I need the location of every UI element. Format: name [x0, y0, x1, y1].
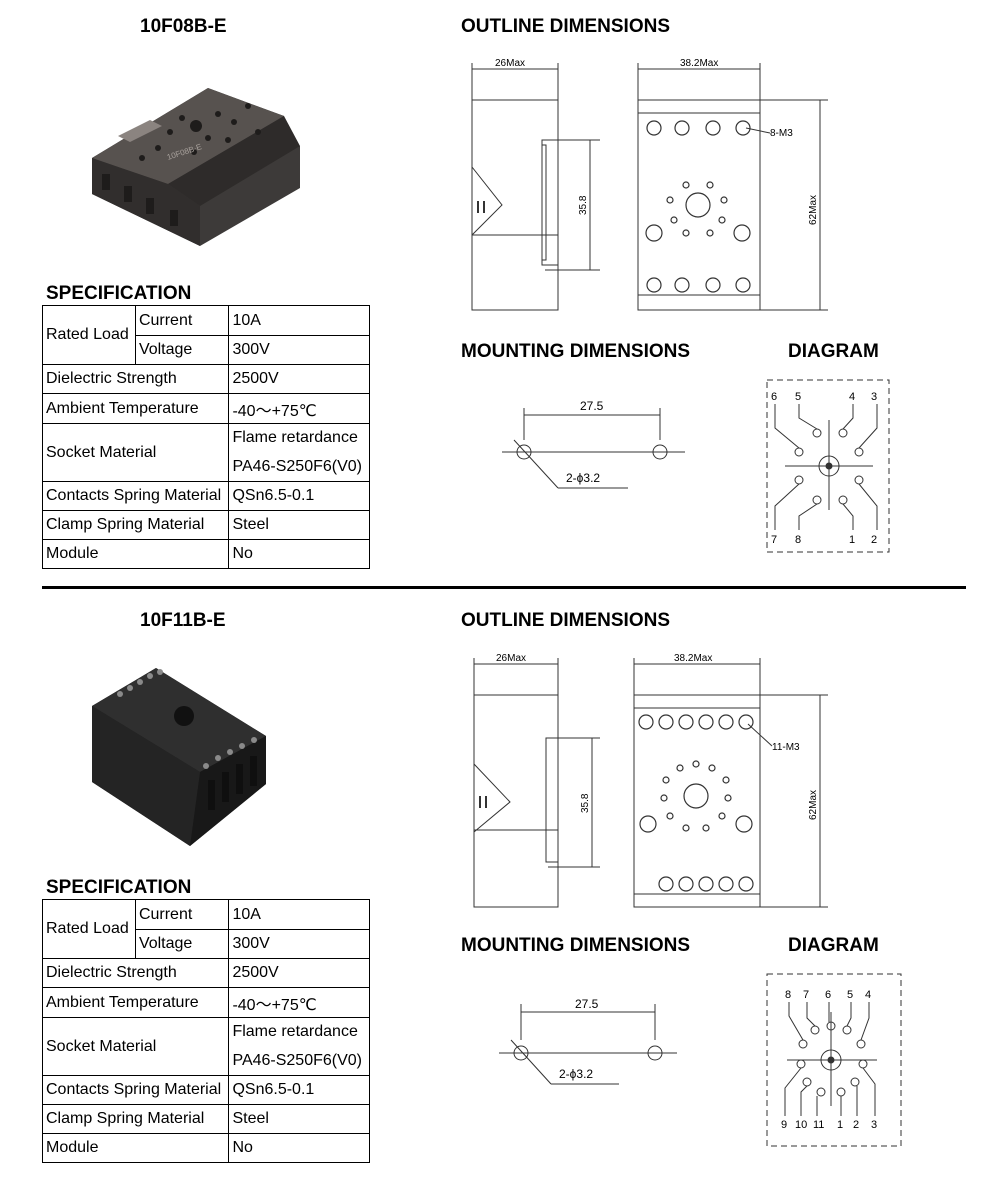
- voltage-label: Voltage: [134, 929, 230, 959]
- socket-material-value-2: PA46-S250F6(V0): [228, 1046, 370, 1076]
- ambient-label: Ambient Temperature: [41, 393, 230, 424]
- rated-load-label: Rated Load: [42, 899, 136, 959]
- inner-height-label: 35.8: [580, 793, 591, 813]
- socket-material-label: Socket Material: [41, 1017, 230, 1076]
- pin-diagram: 6 5 4 3 7 8 1 2: [766, 379, 890, 553]
- module-label: Module: [41, 539, 230, 569]
- socket-material-label: Socket Material: [41, 423, 230, 482]
- contacts-value: QSn6.5-0.1: [228, 1075, 370, 1105]
- inner-height-label: 35.8: [578, 195, 589, 215]
- pin-bottom-3: 1: [849, 534, 855, 546]
- pin-bottom-1: 7: [771, 534, 777, 546]
- module-label: Module: [41, 1133, 230, 1163]
- voltage-value: 300V: [228, 335, 370, 365]
- side-width-label: 26Max: [495, 58, 525, 69]
- pin-top-3: 4: [849, 391, 855, 403]
- pin-top-2: 7: [803, 989, 809, 1001]
- pin-top-5: 4: [865, 989, 871, 1001]
- pin-bottom-6: 3: [871, 1119, 877, 1131]
- rated-load-label: Rated Load: [42, 305, 136, 365]
- pin-bottom-4: 1: [837, 1119, 843, 1131]
- contacts-label: Contacts Spring Material: [41, 481, 230, 511]
- voltage-label: Voltage: [134, 335, 230, 365]
- clamp-label: Clamp Spring Material: [41, 510, 230, 540]
- mounting-drawing: 27.5 2-ϕ3.2: [502, 399, 685, 489]
- total-height-label: 62Max: [808, 790, 819, 820]
- mounting-heading: MOUNTING DIMENSIONS: [461, 935, 691, 956]
- pin-bottom-4: 2: [871, 534, 877, 546]
- current-value: 10A: [228, 899, 370, 930]
- mounting-heading: MOUNTING DIMENSIONS: [461, 341, 691, 362]
- dielectric-label: Dielectric Strength: [41, 364, 230, 394]
- model-title: 10F08B-E: [140, 16, 227, 37]
- pin-bottom-2: 8: [795, 534, 801, 546]
- ambient-label: Ambient Temperature: [41, 987, 230, 1018]
- outline-heading: OUTLINE DIMENSIONS: [461, 16, 671, 37]
- spacing-label: 27.5: [575, 997, 599, 1011]
- current-value: 10A: [228, 305, 370, 336]
- screws-label: 8-M3: [770, 128, 793, 139]
- socket-material-value-1: Flame retardance: [228, 423, 370, 453]
- section-divider: [42, 586, 966, 589]
- mounting-drawing: 27.5 2-ϕ3.2: [499, 997, 677, 1085]
- module-value: No: [228, 1133, 370, 1163]
- spec-table: Rated Load Current 10A Voltage 300V Diel…: [41, 899, 370, 1163]
- pin-bottom-5: 2: [853, 1119, 859, 1131]
- spacing-label: 27.5: [580, 399, 604, 413]
- diagram-heading: DIAGRAM: [788, 341, 879, 362]
- socket-11pin-image: [92, 668, 266, 846]
- module-value: No: [228, 539, 370, 569]
- dielectric-value: 2500V: [228, 364, 370, 394]
- clamp-value: Steel: [228, 1104, 370, 1134]
- outline-drawing: 26Max 35.8 38.2Max 8-M3 62Max: [471, 58, 828, 311]
- spec-heading: SPECIFICATION: [46, 877, 192, 898]
- outline-heading: OUTLINE DIMENSIONS: [461, 610, 671, 631]
- model-title: 10F11B-E: [140, 610, 226, 631]
- pin-top-4: 5: [847, 989, 853, 1001]
- current-label: Current: [134, 899, 230, 930]
- holes-label: 2-ϕ3.2: [566, 471, 600, 485]
- pin-top-1: 6: [771, 391, 777, 403]
- front-width-label: 38.2Max: [674, 653, 712, 664]
- pin-diagram: 8 7 6 5 4 9 10 11 1 2 3: [766, 973, 902, 1147]
- side-width-label: 26Max: [496, 653, 526, 664]
- spec-table: Rated Load Current 10A Voltage 300V Diel…: [41, 305, 370, 569]
- dielectric-label: Dielectric Strength: [41, 958, 230, 988]
- pin-top-4: 3: [871, 391, 877, 403]
- socket-8pin-image: 10F08B-E: [92, 88, 300, 246]
- total-height-label: 62Max: [808, 195, 819, 225]
- contacts-value: QSn6.5-0.1: [228, 481, 370, 511]
- front-width-label: 38.2Max: [680, 58, 718, 69]
- clamp-label: Clamp Spring Material: [41, 1104, 230, 1134]
- holes-label: 2-ϕ3.2: [559, 1067, 593, 1081]
- pin-top-1: 8: [785, 989, 791, 1001]
- pin-top-3: 6: [825, 989, 831, 1001]
- ambient-value: -40～+75℃: [228, 987, 370, 1018]
- dielectric-value: 2500V: [228, 958, 370, 988]
- voltage-value: 300V: [228, 929, 370, 959]
- pin-bottom-2: 10: [795, 1119, 807, 1131]
- contacts-label: Contacts Spring Material: [41, 1075, 230, 1105]
- pin-bottom-3: 11: [813, 1119, 824, 1131]
- socket-material-value-2: PA46-S250F6(V0): [228, 452, 370, 482]
- diagram-heading: DIAGRAM: [788, 935, 879, 956]
- socket-material-value-1: Flame retardance: [228, 1017, 370, 1047]
- screws-label: 11-M3: [772, 742, 800, 753]
- clamp-value: Steel: [228, 510, 370, 540]
- pin-bottom-1: 9: [781, 1119, 787, 1131]
- pin-top-2: 5: [795, 391, 801, 403]
- current-label: Current: [134, 305, 230, 336]
- spec-heading: SPECIFICATION: [46, 283, 192, 304]
- outline-drawing: 26Max 35.8 38.2Max 11-M3 62Max: [473, 653, 828, 908]
- ambient-value: -40～+75℃: [228, 393, 370, 424]
